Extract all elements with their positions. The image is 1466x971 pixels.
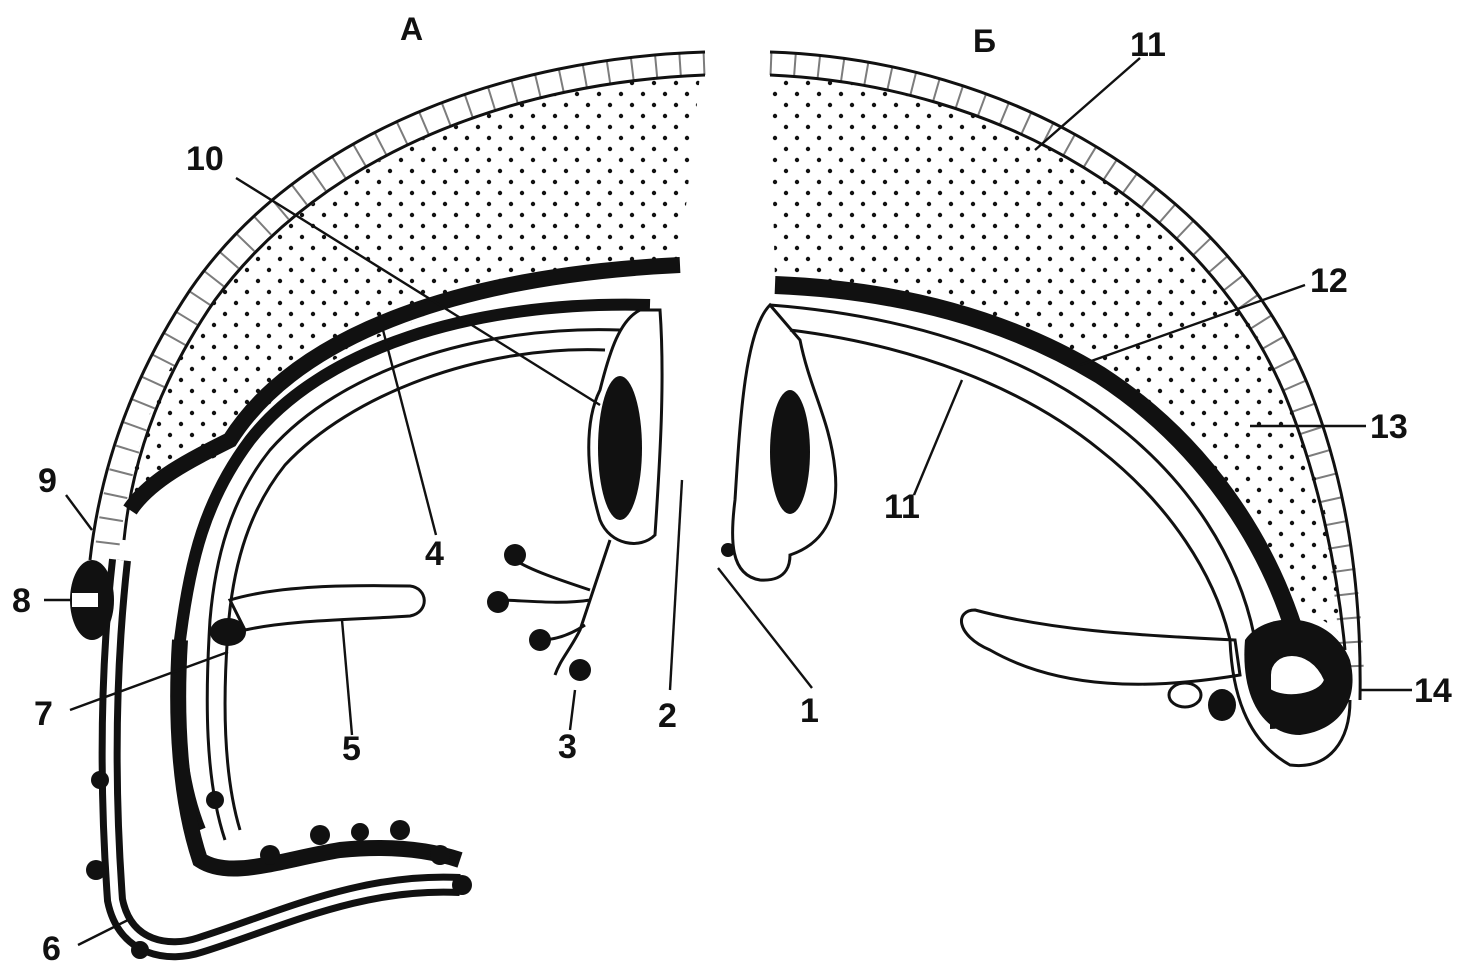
- leader-2: [670, 480, 682, 690]
- leader-1: [718, 568, 812, 688]
- panel-b-node-left: [1169, 683, 1201, 707]
- label-11-top: 11: [1130, 26, 1166, 64]
- label-6: 6: [42, 930, 61, 968]
- label-9: 9: [38, 462, 57, 500]
- label-10: 10: [186, 140, 224, 178]
- panel-b: [721, 52, 1360, 766]
- label-2: 2: [658, 697, 677, 735]
- label-1: 1: [800, 692, 819, 730]
- panel-b-dark-cluster: [770, 390, 810, 514]
- leader-11-top: [1035, 58, 1140, 150]
- label-11-mid: 11: [884, 488, 920, 526]
- leader-9: [66, 495, 92, 530]
- leader-5: [342, 620, 352, 735]
- label-4: 4: [425, 535, 444, 573]
- panel-a-node-8-gap: [72, 593, 98, 607]
- panel-a-gland-buds: [487, 544, 591, 681]
- panel-a: [70, 52, 705, 959]
- leader-3: [570, 690, 575, 730]
- label-5: 5: [342, 730, 361, 768]
- leader-lines: [44, 58, 1412, 945]
- label-7: 7: [34, 695, 53, 733]
- panel-b-title: Б: [973, 23, 996, 59]
- panel-b-tube: [961, 610, 1240, 684]
- leader-7: [70, 652, 228, 710]
- label-14: 14: [1414, 672, 1452, 710]
- label-12: 12: [1310, 262, 1348, 300]
- leader-11-mid: [914, 380, 962, 495]
- panel-a-dark-cluster: [598, 376, 642, 520]
- label-3: 3: [558, 728, 577, 766]
- panel-b-pocket-tip: [721, 543, 735, 557]
- label-13: 13: [1370, 408, 1408, 446]
- panel-a-tube: [230, 586, 424, 630]
- panel-a-dark-node: [210, 618, 246, 646]
- panel-a-bottom-fold: [110, 560, 460, 949]
- panel-b-node-dark: [1208, 689, 1236, 721]
- label-8: 8: [12, 582, 31, 620]
- panel-a-title: А: [400, 11, 423, 47]
